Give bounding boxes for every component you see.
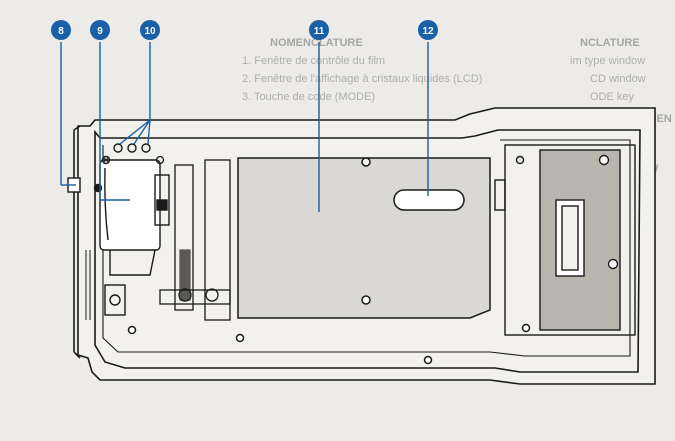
- bg-en-line-3: ODE key: [590, 91, 635, 103]
- leader-10-a: [119, 119, 151, 145]
- callout-8-circle: [51, 20, 71, 40]
- left-edge-rail-bottom: [73, 351, 81, 359]
- contact-3: [141, 143, 151, 153]
- screw-right-top: [515, 155, 525, 165]
- screw-top-left-x2: [102, 156, 110, 164]
- screw-bottom-3: [127, 325, 137, 335]
- callout-9: 9: [90, 20, 110, 40]
- callout-11-label: 11: [314, 26, 325, 37]
- bg-fr-line-3: 3. Touche de code (MODE): [242, 91, 375, 103]
- right-hinge: [494, 179, 506, 211]
- gear-rack: [179, 249, 191, 301]
- leader-10-c: [147, 119, 151, 145]
- gear-crossbar: [159, 289, 231, 305]
- bg-fr-line-2: 2. Fenêtre de l'affichage à cristaux liq…: [242, 73, 482, 85]
- bg-en-line-1: im type window: [570, 55, 645, 67]
- foam-screw-bottom: [607, 258, 619, 270]
- callout-10-circle: [140, 20, 160, 40]
- callout-11-circle: [309, 20, 329, 40]
- plate-screw-top: [361, 157, 371, 167]
- contact-2: [127, 143, 137, 153]
- left-edge-rail-top: [73, 125, 81, 131]
- screw-bottom-4: [521, 323, 531, 333]
- bg-heading-left: NOMENCLATURE: [270, 37, 363, 49]
- screw-top-left: [101, 155, 111, 165]
- gear-wheel-2: [205, 288, 219, 302]
- track-right-rail: [204, 159, 231, 321]
- gear-track: [155, 155, 231, 321]
- body-inner-rim: [94, 129, 641, 373]
- plate-screw-bottom: [361, 295, 371, 305]
- body-inner-channel: [102, 139, 631, 357]
- roller-bottom-left: [109, 294, 121, 306]
- roller-housing: [104, 284, 126, 316]
- foam-frame: [504, 144, 636, 336]
- callout-9-circle: [90, 20, 110, 40]
- screw-bottom-1: [235, 333, 245, 343]
- bg-fr-line-1: 1. Fenêtre de contrôle du film: [242, 55, 385, 67]
- bg-en-line-2: CD window: [590, 73, 646, 85]
- callout-10-label: 10: [144, 26, 156, 37]
- screw-mid-top: [155, 155, 165, 165]
- callout-12-circle: [418, 20, 438, 40]
- leader-10-b: [133, 119, 151, 145]
- plate-slot: [393, 189, 465, 211]
- callout-8: 8: [51, 20, 71, 40]
- film-chamber: [67, 143, 170, 316]
- cassette-spool: [154, 174, 170, 226]
- track-left-rail: [174, 164, 194, 311]
- callout-9-label: 9: [97, 26, 103, 37]
- film-cassette: [99, 159, 161, 251]
- leader-lines: [60, 42, 429, 212]
- callout-8-label: 8: [58, 26, 64, 37]
- callout-11: 11: [309, 20, 329, 40]
- contact-1: [113, 143, 123, 153]
- cassette-curve: [104, 167, 109, 241]
- cassette-base: [109, 249, 156, 276]
- foam-pad-area: [494, 144, 636, 336]
- callout-10: 10: [140, 20, 160, 40]
- gear-wheel-1: [178, 288, 192, 302]
- pressure-plate-body: [237, 157, 491, 319]
- callout-12: 12: [418, 20, 438, 40]
- callout-12-label: 12: [422, 26, 434, 37]
- film-window-inner: [561, 205, 579, 271]
- foam-screw-top: [598, 154, 610, 166]
- screw-bottom-2: [423, 355, 433, 365]
- pressure-plate: [127, 155, 531, 365]
- bg-heading-right: NCLATURE: [580, 37, 640, 49]
- spool-notch: [156, 199, 168, 211]
